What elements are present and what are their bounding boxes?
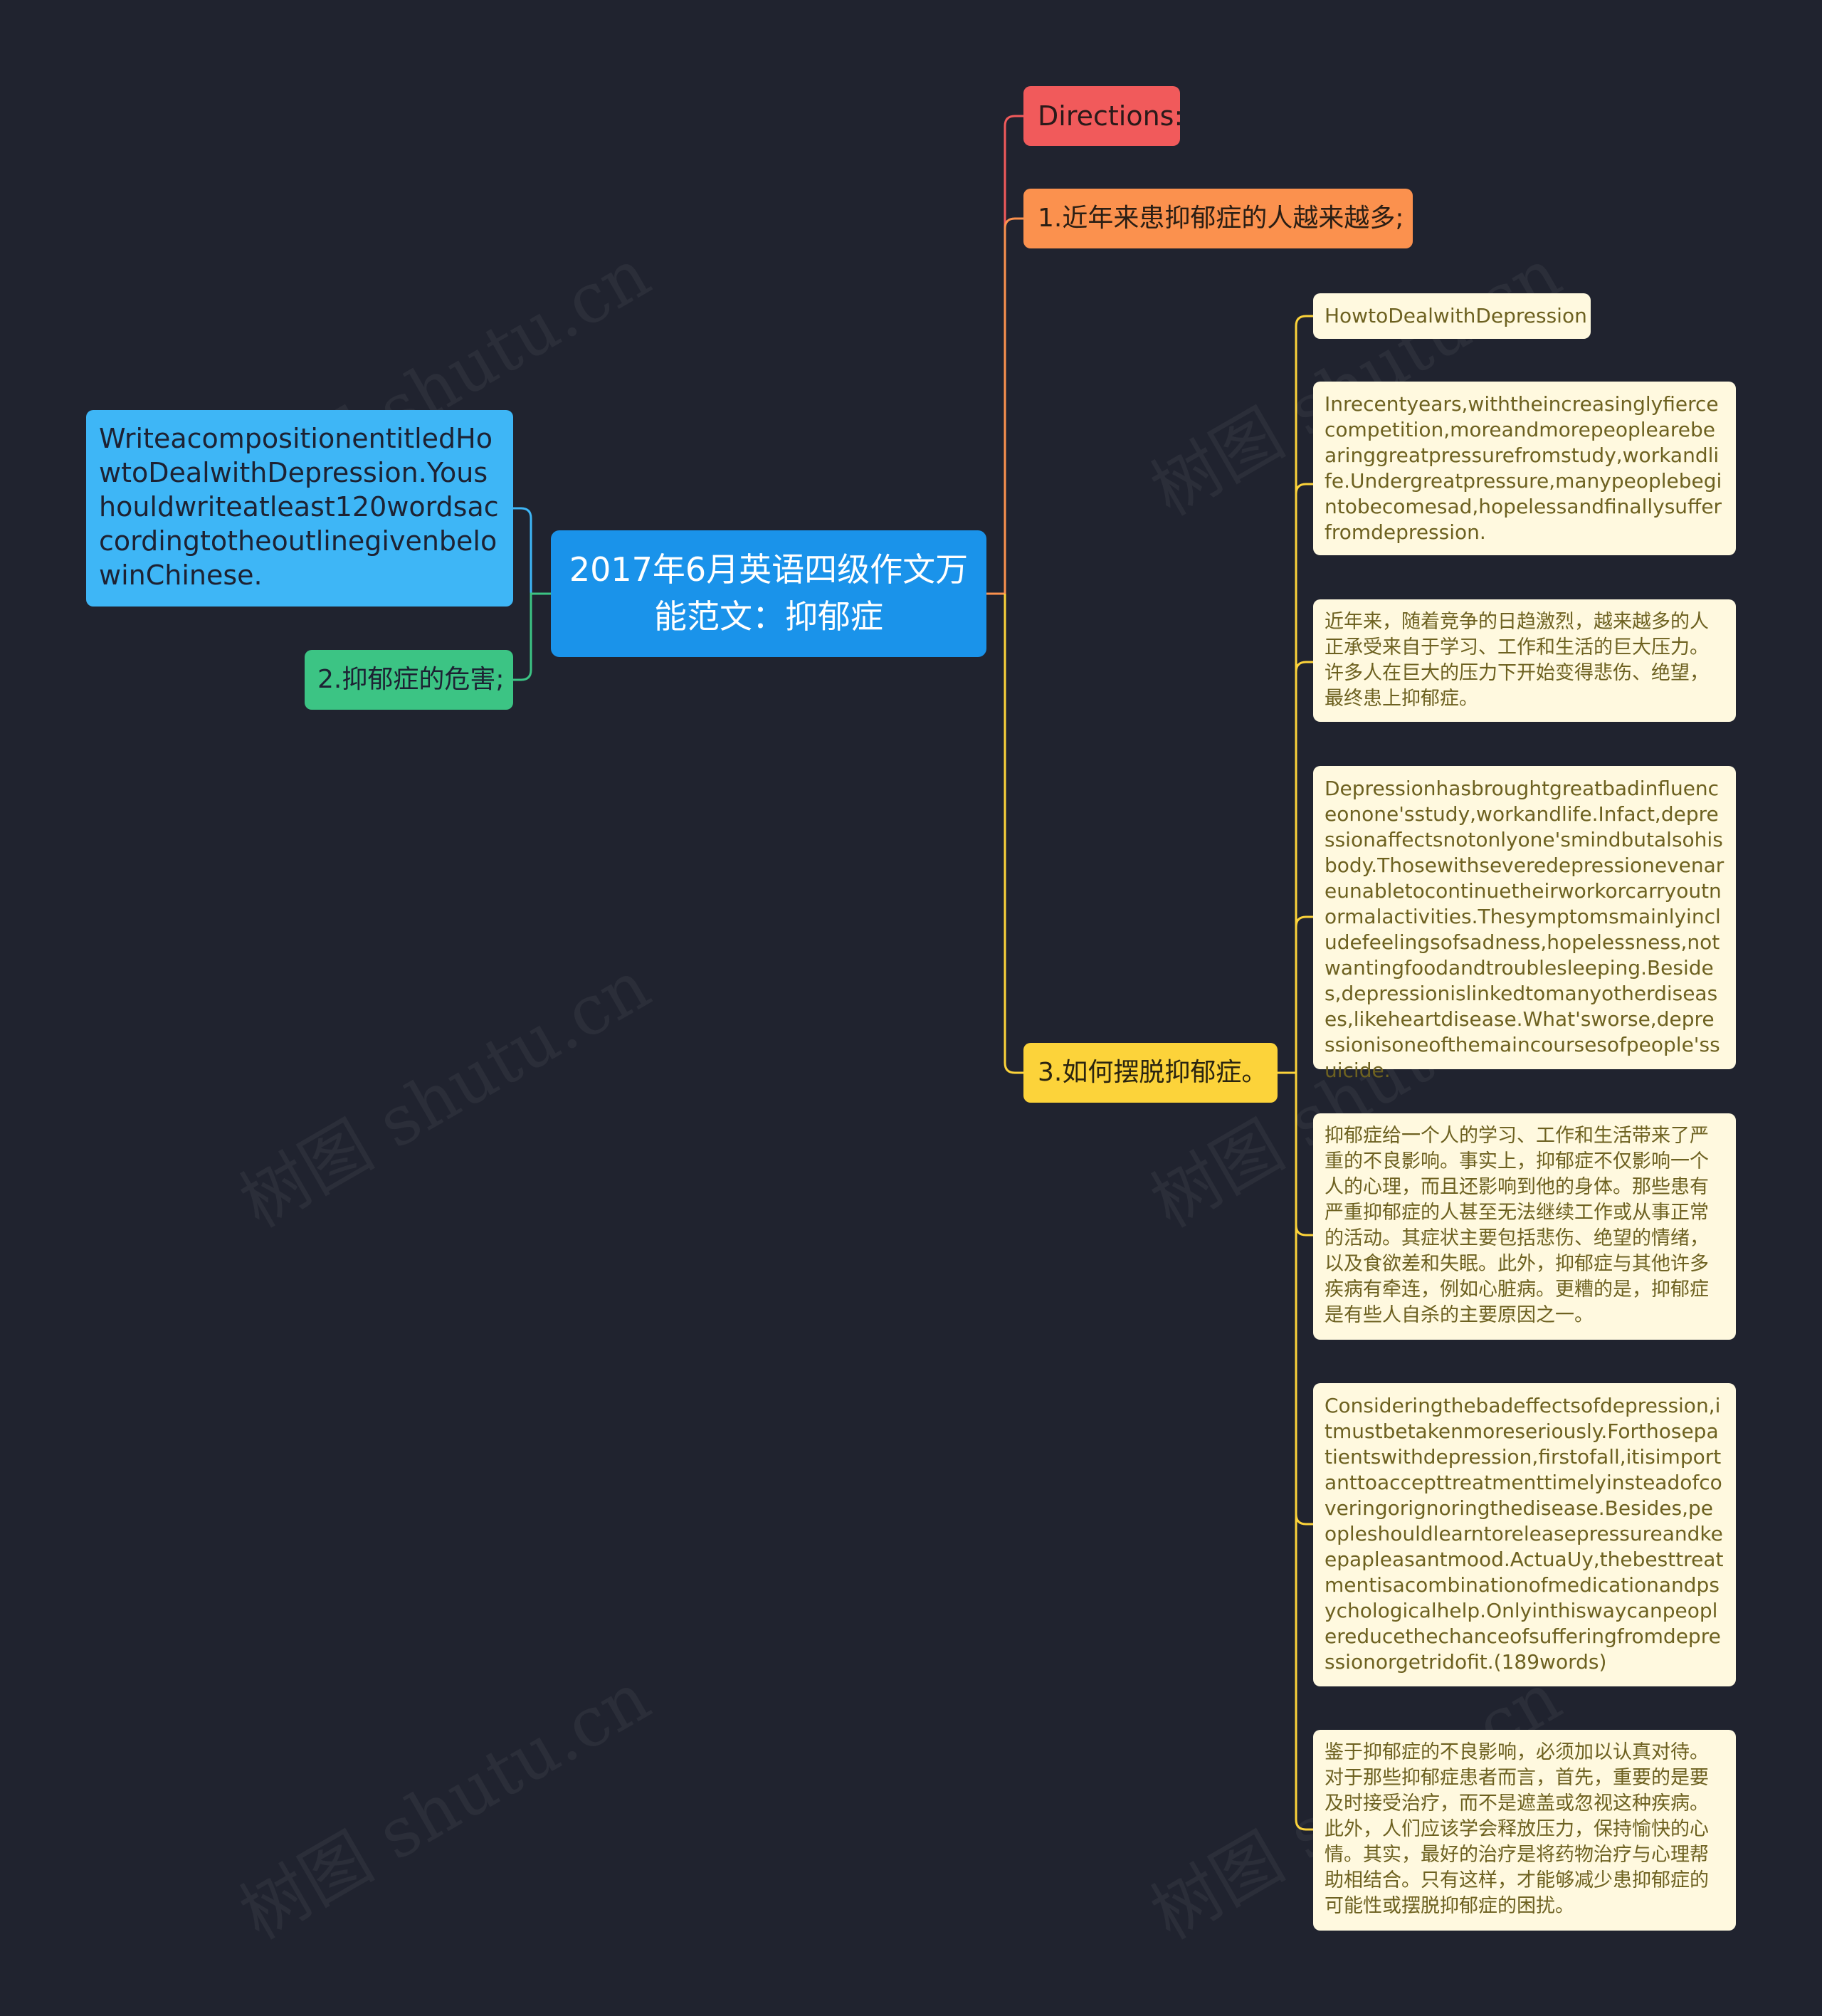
connector-leaf-1 — [1295, 315, 1313, 1073]
connector-leaf-4 — [1295, 915, 1313, 1073]
connector-leaf-6 — [1295, 1073, 1313, 1526]
connector-leaf-2 — [1295, 483, 1313, 1073]
connector-center-left-sub — [513, 592, 551, 681]
connector-directions — [1004, 115, 1023, 594]
connector-point1 — [1004, 217, 1023, 594]
connector-point3 — [1004, 594, 1023, 1074]
topic-point-1[interactable]: 1.近年来患抑郁症的人越来越多; — [1023, 189, 1413, 248]
leaf-paragraph-3-en[interactable]: Consideringthebadeffectsofdepression,itm… — [1313, 1383, 1736, 1686]
leaf-paragraph-3-zh[interactable]: 鉴于抑郁症的不良影响，必须加以认真对待。对于那些抑郁症患者而言，首先，重要的是要… — [1313, 1730, 1736, 1931]
connector-leaf-5 — [1295, 1073, 1313, 1237]
leaf-paragraph-2-zh[interactable]: 抑郁症给一个人的学习、工作和生活带来了严重的不良影响。事实上，抑郁症不仅影响一个… — [1313, 1113, 1736, 1340]
leaf-paragraph-2-en[interactable]: Depressionhasbroughtgreatbadinfluenceono… — [1313, 766, 1736, 1082]
topic-point-3[interactable]: 3.如何摆脱抑郁症。 — [1023, 1043, 1278, 1103]
connector-leaf-7 — [1295, 1073, 1313, 1831]
leaf-paragraph-1-zh[interactable]: 近年来，随着竞争的日趋激烈，越来越多的人正承受来自于学习、工作和生活的巨大压力。… — [1313, 599, 1736, 722]
connector-center-left-main — [513, 507, 551, 595]
topic-directions[interactable]: Directions: — [1023, 86, 1183, 146]
central-topic[interactable]: 2017年6月英语四级作文万能范文：抑郁症 — [551, 530, 986, 657]
leaf-essay-title[interactable]: HowtoDealwithDepression — [1313, 293, 1591, 339]
topic-depression-harm[interactable]: 2.抑郁症的危害; — [305, 650, 513, 710]
topic-writing-prompt[interactable]: WriteacompositionentitledHowtoDealwithDe… — [86, 410, 513, 607]
connector-leaf-3 — [1295, 661, 1313, 1073]
leaf-paragraph-1-en[interactable]: Inrecentyears,withtheincreasinglyfiercec… — [1313, 382, 1736, 555]
